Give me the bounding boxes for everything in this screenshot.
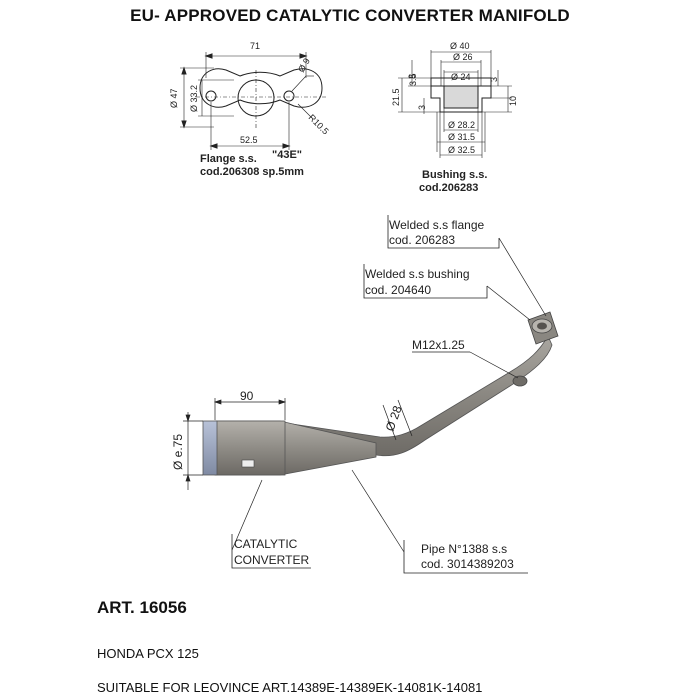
bushing-dim-h215: 21.5 bbox=[391, 88, 401, 106]
callout-bushing-line2: cod. 204640 bbox=[365, 283, 431, 297]
bushing-dim-d40: Ø 40 bbox=[450, 41, 470, 51]
bushing-dim-h35: 3.5 bbox=[408, 73, 418, 86]
bushing-dim-d282: Ø 28.2 bbox=[448, 120, 475, 130]
flange-outline bbox=[199, 68, 323, 108]
callout-flange-line1: Welded s.s flange bbox=[389, 218, 484, 232]
flange-bolt-hole-right bbox=[283, 90, 295, 102]
flange-dim-radius: R10.5 bbox=[307, 112, 331, 136]
callout-pipe: Pipe N°1388 s.s cod. 3014389203 bbox=[403, 540, 528, 574]
dim-thread: M12x1.25 bbox=[412, 338, 465, 352]
page-title: EU- APPROVED CATALYTIC CONVERTER MANIFOL… bbox=[130, 6, 570, 25]
flange-dim-hole: Ø 9 bbox=[296, 56, 312, 74]
callout-flange: Welded s.s flange cod. 206283 bbox=[387, 215, 500, 249]
bushing-dim-h10: 10 bbox=[508, 96, 518, 106]
compatibility-note: SUITABLE FOR LEOVINCE ART.14389E-14389EK… bbox=[97, 680, 483, 695]
callout-cat-line1: CATALYTIC bbox=[234, 537, 298, 551]
bushing-dim-d26: Ø 26 bbox=[453, 52, 473, 62]
bushing-dim-h3a: 3 bbox=[407, 74, 417, 79]
bushing-dim-d24: Ø 24 bbox=[451, 72, 471, 82]
callout-catalytic: CATALYTIC CONVERTER bbox=[231, 534, 311, 569]
bushing-boss bbox=[512, 375, 528, 387]
flange-caption-line1: Flange s.s. bbox=[200, 153, 257, 165]
flange-dim-inner: Ø 33.2 bbox=[189, 85, 199, 112]
callout-bushing-line1: Welded s.s bushing bbox=[365, 267, 470, 281]
flange-dim-spacing: 52.5 bbox=[240, 135, 258, 145]
converter-inlet bbox=[202, 420, 218, 476]
bushing-drawing bbox=[398, 50, 512, 158]
bushing-dim-h3b: 3 bbox=[417, 105, 427, 110]
bushing-dim-d325: Ø 32.5 bbox=[448, 145, 475, 155]
bushing-caption-line2: cod.206283 bbox=[419, 182, 478, 194]
flange-dim-height: Ø 47 bbox=[169, 88, 179, 108]
callout-pipe-line1: Pipe N°1388 s.s bbox=[421, 542, 507, 556]
flange-bolt-hole-left bbox=[205, 90, 217, 102]
callout-flange-line2: cod. 206283 bbox=[389, 233, 455, 247]
dim-pipe-dia: Ø 28 bbox=[383, 403, 405, 433]
logo-plate bbox=[241, 459, 255, 468]
vehicle-model: HONDA PCX 125 bbox=[97, 646, 199, 661]
dim-cat-dia: Ø e.75 bbox=[171, 434, 185, 470]
callout-bushing: Welded s.s bushing cod. 204640 bbox=[363, 264, 488, 299]
dim-length: 90 bbox=[240, 389, 254, 403]
bushing-caption-line1: Bushing s.s. bbox=[422, 169, 487, 181]
bushing-dim-h3c: 3 bbox=[489, 77, 499, 82]
manifold-pipe bbox=[202, 311, 559, 476]
flange-drawing bbox=[180, 52, 326, 150]
article-number: ART. 16056 bbox=[97, 598, 187, 617]
callout-cat-line2: CONVERTER bbox=[234, 553, 309, 567]
callout-pipe-line2: cod. 3014389203 bbox=[421, 557, 514, 571]
flange-caption-code: "43E" bbox=[272, 149, 302, 161]
bushing-dim-d315: Ø 31.5 bbox=[448, 132, 475, 142]
flange-dim-width: 71 bbox=[250, 41, 260, 51]
flange-caption-line2: cod.206308 sp.5mm bbox=[200, 166, 304, 178]
